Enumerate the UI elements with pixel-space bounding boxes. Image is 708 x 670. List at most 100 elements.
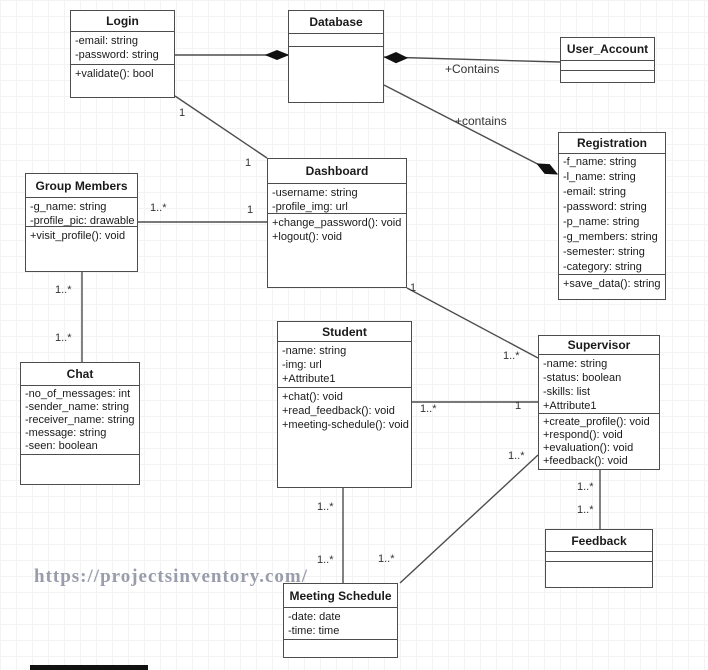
- class-methods-supervisor: +create_profile(): void +respond(): void…: [539, 413, 659, 469]
- attribute-line: -message: string: [25, 427, 107, 439]
- edge-supervisor-meetingschedule: [399, 454, 539, 584]
- method-line: +read_feedback(): void: [282, 405, 395, 417]
- attribute-line: -g_name: string: [30, 201, 107, 213]
- edge-database-useraccount: [383, 56, 561, 63]
- class-methods-chat: [21, 454, 139, 484]
- attribute-line: -no_of_messages: int: [25, 388, 131, 400]
- class-title-registration: Registration: [559, 133, 665, 154]
- multiplicity-label: 1..*: [577, 481, 594, 493]
- uml-class-user-account[interactable]: User_Account: [560, 37, 655, 83]
- class-attributes-dashboard: -username: string -profile_img: url: [268, 184, 406, 213]
- class-attributes-student: -name: string -img: url +Attribute1: [278, 342, 411, 387]
- class-methods-login: +validate(): bool: [71, 64, 174, 97]
- class-attributes-meeting-schedule: -date: date -time: time: [284, 608, 397, 639]
- class-attributes-feedback: [546, 552, 652, 561]
- attribute-line: -profile_pic: drawable: [30, 215, 135, 226]
- method-line: +create_profile(): void: [543, 416, 650, 428]
- method-line: +logout(): void: [272, 231, 343, 243]
- class-methods-database: [289, 46, 383, 102]
- class-methods-registration: +save_data(): string: [559, 274, 665, 299]
- uml-class-group-members[interactable]: Group Members -g_name: string -profile_p…: [25, 173, 138, 272]
- attribute-line: -skills: list: [543, 386, 591, 398]
- class-attributes-group-members: -g_name: string -profile_pic: drawable: [26, 198, 137, 226]
- edge-login-dashboard: [174, 95, 268, 159]
- method-line: +change_password(): void: [272, 217, 402, 229]
- uml-class-login[interactable]: Login -email: string -password: string +…: [70, 10, 175, 98]
- multiplicity-label: 1: [179, 107, 186, 119]
- class-methods-feedback: [546, 561, 652, 587]
- multiplicity-label: 1..*: [420, 403, 437, 415]
- multiplicity-label: 1..*: [317, 554, 334, 566]
- class-title-meeting-schedule: Meeting Schedule: [284, 584, 397, 608]
- composition-diamond-registration: [536, 163, 559, 175]
- attribute-line: -img: url: [282, 359, 322, 371]
- class-attributes-registration: -f_name: string -l_name: string -email: …: [559, 154, 665, 274]
- class-methods-meeting-schedule: [284, 639, 397, 657]
- attribute-line: -name: string: [282, 345, 347, 357]
- uml-class-student[interactable]: Student -name: string -img: url +Attribu…: [277, 321, 412, 488]
- attribute-line: -date: date: [288, 611, 341, 623]
- uml-class-registration[interactable]: Registration -f_name: string -l_name: st…: [558, 132, 666, 300]
- class-methods-student: +chat(): void +read_feedback(): void +me…: [278, 387, 411, 487]
- class-methods-dashboard: +change_password(): void +logout(): void: [268, 213, 406, 287]
- class-methods-group-members: +visit_profile(): void: [26, 226, 137, 271]
- multiplicity-label: 1: [515, 400, 522, 412]
- attribute-line: -name: string: [543, 358, 608, 370]
- class-attributes-login: -email: string -password: string: [71, 32, 174, 64]
- attribute-line: -profile_img: url: [272, 201, 348, 213]
- multiplicity-label: 1..*: [317, 501, 334, 513]
- attribute-line: -password: string: [75, 49, 159, 61]
- attribute-line: -password: string: [563, 201, 647, 213]
- uml-class-feedback[interactable]: Feedback: [545, 529, 653, 588]
- uml-class-dashboard[interactable]: Dashboard -username: string -profile_img…: [267, 158, 407, 288]
- multiplicity-label: 1: [247, 204, 254, 216]
- multiplicity-label: 1..*: [150, 202, 167, 214]
- attribute-line: -seen: boolean: [25, 440, 98, 452]
- class-attributes-supervisor: -name: string -status: boolean -skills: …: [539, 355, 659, 413]
- attribute-line: -time: time: [288, 625, 340, 637]
- method-line: +respond(): void: [543, 429, 623, 441]
- attribute-line: -l_name: string: [563, 171, 636, 183]
- class-attributes-user-account: [561, 61, 654, 70]
- class-title-user-account: User_Account: [561, 38, 654, 61]
- class-title-login: Login: [71, 11, 174, 32]
- uml-class-chat[interactable]: Chat -no_of_messages: int -sender_name: …: [20, 362, 140, 485]
- uml-class-meeting-schedule[interactable]: Meeting Schedule -date: date -time: time: [283, 583, 398, 658]
- method-line: +evaluation(): void: [543, 442, 634, 454]
- class-title-feedback: Feedback: [546, 530, 652, 552]
- uml-class-database[interactable]: Database: [288, 10, 384, 103]
- multiplicity-label: 1..*: [508, 450, 525, 462]
- multiplicity-label: 1..*: [503, 350, 520, 362]
- attribute-line: -sender_name: string: [25, 401, 129, 413]
- class-title-group-members: Group Members: [26, 174, 137, 198]
- bottom-left-dark-bar: [30, 665, 148, 670]
- attribute-line: -email: string: [563, 186, 626, 198]
- multiplicity-label: 1..*: [378, 553, 395, 565]
- multiplicity-label: 1..*: [55, 332, 72, 344]
- method-line: +meeting-schedule(): void: [282, 419, 409, 431]
- class-attributes-chat: -no_of_messages: int -sender_name: strin…: [21, 386, 139, 454]
- class-title-chat: Chat: [21, 363, 139, 386]
- multiplicity-label: 1..*: [577, 504, 594, 516]
- attribute-line: -email: string: [75, 35, 138, 47]
- method-line: +save_data(): string: [563, 278, 661, 290]
- composition-diamond-database-right: [383, 51, 409, 64]
- multiplicity-label: 1..*: [55, 284, 72, 296]
- attribute-line: +Attribute1: [282, 373, 336, 385]
- method-line: +visit_profile(): void: [30, 230, 126, 242]
- association-label-contains-upper: +Contains: [445, 62, 500, 76]
- uml-class-supervisor[interactable]: Supervisor -name: string -status: boolea…: [538, 335, 660, 470]
- class-title-student: Student: [278, 322, 411, 342]
- method-line: +chat(): void: [282, 391, 343, 403]
- class-title-database: Database: [289, 11, 383, 34]
- edge-database-registration: [383, 84, 558, 175]
- edge-dashboard-supervisor: [406, 287, 539, 359]
- attribute-line: -g_members: string: [563, 231, 658, 243]
- multiplicity-label: 1: [410, 282, 417, 294]
- attribute-line: -username: string: [272, 187, 358, 199]
- class-methods-user-account: [561, 70, 654, 82]
- attribute-line: -f_name: string: [563, 156, 637, 168]
- attribute-line: -semester: string: [563, 246, 645, 258]
